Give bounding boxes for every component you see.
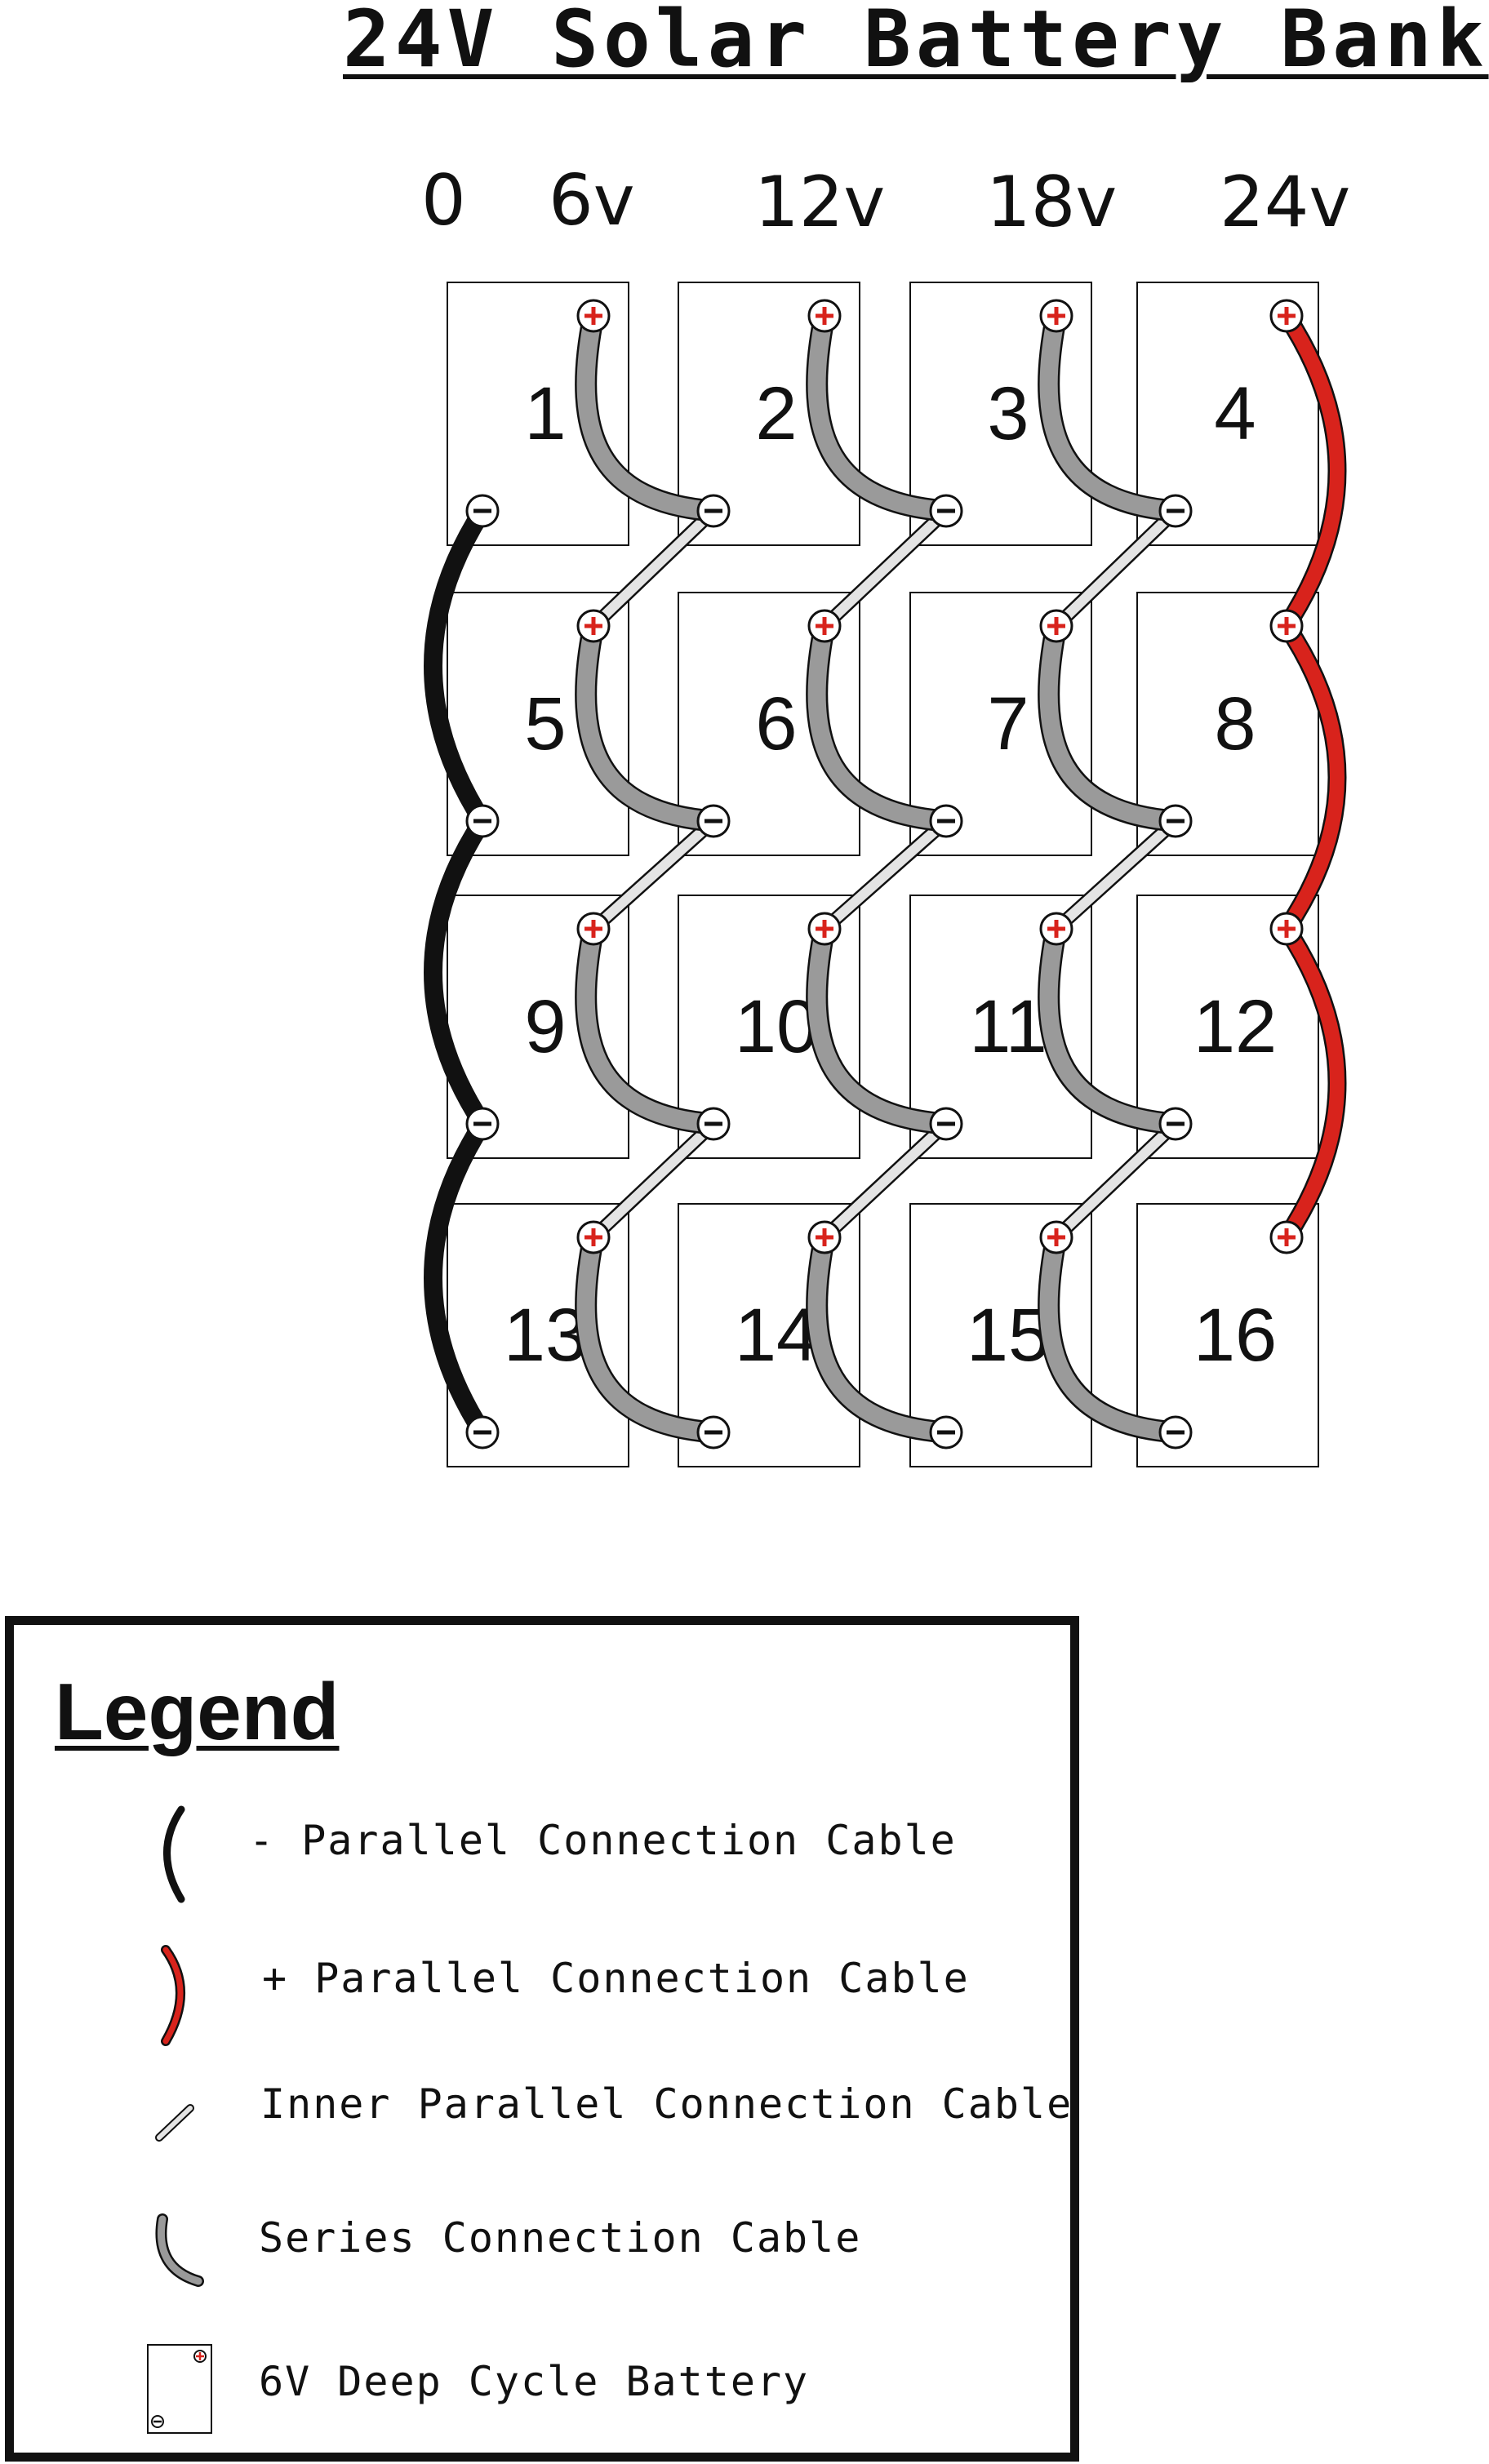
positive-parallel-cable <box>1279 619 1345 936</box>
battery-number: 12 <box>1193 985 1277 1068</box>
positive-parallel-cable-icon <box>161 1945 185 2046</box>
inner-parallel-cable <box>589 1119 718 1242</box>
inner-parallel-cable <box>1051 1119 1180 1242</box>
negative-parallel-cable <box>425 1117 490 1440</box>
battery-number: 10 <box>735 985 818 1068</box>
inner-parallel-cable <box>820 1119 951 1242</box>
battery-number: 8 <box>1214 682 1256 766</box>
battery-number: 11 <box>969 985 1047 1068</box>
voltage-label-0v: 0 <box>421 160 466 242</box>
series-cable <box>576 920 722 1133</box>
battery-number: 9 <box>524 985 566 1068</box>
battery-number: 3 <box>987 372 1029 455</box>
battery-number: 2 <box>755 372 797 455</box>
legend-box: Legend - Parallel Connection Cable + Par… <box>5 1616 1079 2462</box>
battery-number: 1 <box>524 372 566 455</box>
negative-parallel-cable <box>425 504 490 828</box>
inner-parallel-cable <box>820 506 951 631</box>
legend-label-positive-parallel: + Parallel Connection Cable <box>262 1955 970 2002</box>
battery-number: 15 <box>967 1294 1050 1377</box>
legend-label-inner-parallel: Inner Parallel Connection Cable <box>260 2080 1073 2128</box>
battery-number: 6 <box>755 682 797 766</box>
series-cable <box>576 617 722 830</box>
negative-parallel-cable-icon <box>163 1805 185 1903</box>
inner-parallel-cable <box>1051 506 1180 631</box>
legend-label-series: Series Connection Cable <box>259 2214 862 2262</box>
inner-parallel-cable <box>1051 816 1180 934</box>
series-cable-icon <box>155 2213 204 2287</box>
series-cable <box>807 1228 955 1441</box>
series-cable <box>1039 1228 1185 1441</box>
series-cable <box>807 307 955 520</box>
diagram-title: 24V Solar Battery Bank <box>343 0 1489 85</box>
positive-parallel-cable <box>1279 921 1345 1245</box>
inner-parallel-cable-icon <box>155 2104 194 2142</box>
battery-number: 7 <box>987 682 1029 766</box>
legend-title: Legend <box>55 1667 340 1756</box>
inner-parallel-cable <box>589 816 718 934</box>
voltage-label-12v: 12v <box>754 162 886 243</box>
series-cable <box>807 617 955 830</box>
series-cable <box>1039 307 1185 520</box>
series-cable <box>1039 920 1185 1133</box>
inner-parallel-cable <box>589 506 718 631</box>
battery-icon <box>147 2344 212 2434</box>
voltage-label-18v: 18v <box>986 162 1118 243</box>
series-cable <box>1039 617 1185 830</box>
battery-number: 13 <box>504 1294 587 1377</box>
negative-parallel-cable <box>425 814 490 1131</box>
battery-number: 4 <box>1214 372 1256 455</box>
inner-parallel-cable <box>820 816 951 934</box>
battery-number: 16 <box>1193 1294 1277 1377</box>
battery-number: 5 <box>524 682 566 766</box>
positive-parallel-cable <box>1279 309 1345 633</box>
battery-number: 14 <box>735 1294 818 1377</box>
legend-label-battery: 6V Deep Cycle Battery <box>259 2358 810 2405</box>
series-cable <box>807 920 955 1133</box>
series-cable <box>576 1228 722 1441</box>
series-cable <box>576 307 722 520</box>
voltage-label-24v: 24v <box>1220 162 1351 243</box>
voltage-label-6v: 6v <box>549 160 635 242</box>
legend-label-negative-parallel: - Parallel Connection Cable <box>249 1817 957 1864</box>
